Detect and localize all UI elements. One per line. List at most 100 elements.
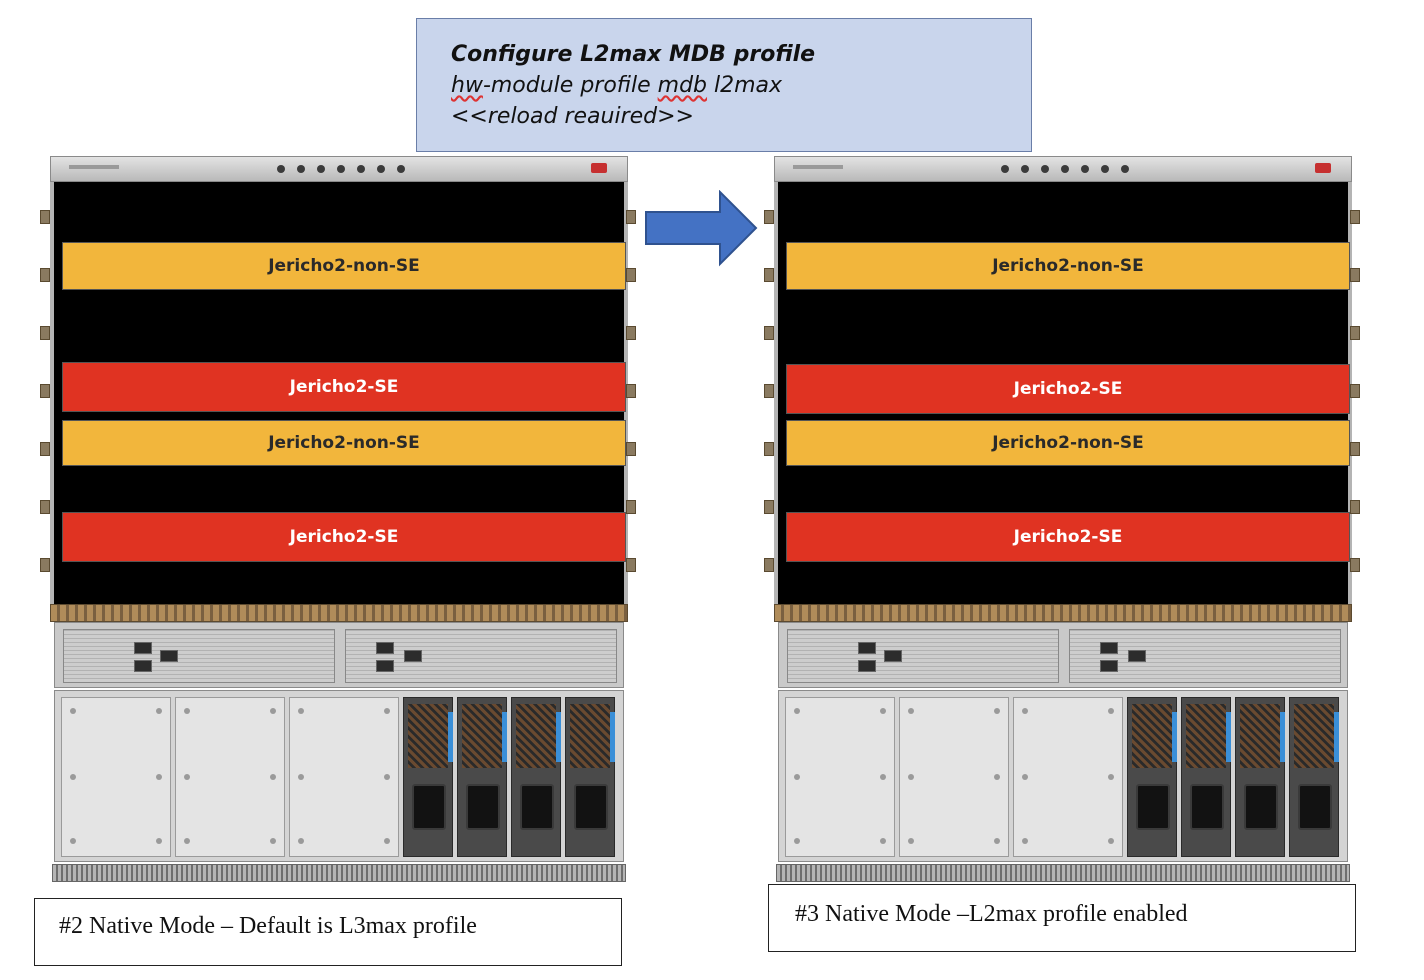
- card-latch: [764, 442, 774, 456]
- card-latch: [764, 384, 774, 398]
- screw: [70, 708, 76, 714]
- psu-blank-panel: [175, 697, 285, 857]
- screw: [908, 838, 914, 844]
- power-inlet: [412, 784, 446, 830]
- power-supply-bay: [778, 690, 1348, 862]
- cisco-logo: [1315, 163, 1331, 173]
- route-processor-1: [345, 629, 617, 683]
- psu-fan: [516, 704, 556, 768]
- ethernet-port: [376, 642, 394, 654]
- line-card-jericho2-non-se: Jericho2-non-SE: [786, 420, 1350, 466]
- screw: [908, 774, 914, 780]
- model-label: [793, 165, 843, 169]
- config-command: hw-module profile mdb l2max: [451, 70, 1031, 101]
- config-command-part3: mdb: [657, 73, 708, 98]
- ethernet-port: [858, 642, 876, 654]
- card-latch: [1350, 326, 1360, 340]
- status-led: [1081, 165, 1089, 173]
- screw: [794, 838, 800, 844]
- screw: [156, 708, 162, 714]
- card-latch: [764, 268, 774, 282]
- config-note: <<reload reauired>>: [451, 104, 694, 129]
- card-latch: [1350, 442, 1360, 456]
- card-latch: [764, 558, 774, 572]
- status-led: [1001, 165, 1009, 173]
- card-latch: [1350, 384, 1360, 398]
- line-card-jericho2-non-se: Jericho2-non-SE: [62, 420, 626, 466]
- power-supply-unit: [511, 697, 561, 857]
- status-led: [397, 165, 405, 173]
- status-led: [1021, 165, 1029, 173]
- psu-blank-panel: [61, 697, 171, 857]
- card-latch: [626, 210, 636, 224]
- screw: [1108, 708, 1114, 714]
- psu-latch: [610, 712, 615, 762]
- config-command-part4: l2max: [707, 73, 783, 98]
- screw: [994, 708, 1000, 714]
- psu-latch: [556, 712, 561, 762]
- card-latch: [40, 268, 50, 282]
- power-inlet: [574, 784, 608, 830]
- card-cage-bottom-rail: [50, 604, 628, 622]
- power-supply-unit: [457, 697, 507, 857]
- screw: [880, 838, 886, 844]
- screw: [298, 708, 304, 714]
- screw: [270, 774, 276, 780]
- fan-grille: [52, 864, 626, 882]
- status-led: [1121, 165, 1129, 173]
- psu-latch: [1172, 712, 1177, 762]
- screw: [156, 774, 162, 780]
- card-latch: [40, 442, 50, 456]
- card-latch: [1350, 500, 1360, 514]
- route-processor-1: [1069, 629, 1341, 683]
- line-card-jericho2-se: Jericho2-SE: [62, 362, 626, 412]
- screw: [270, 708, 276, 714]
- power-inlet: [466, 784, 500, 830]
- line-card-jericho2-se: Jericho2-SE: [786, 512, 1350, 562]
- screw: [880, 708, 886, 714]
- status-led: [297, 165, 305, 173]
- psu-fan: [570, 704, 610, 768]
- right-arrow-icon: [645, 190, 758, 267]
- screw: [794, 774, 800, 780]
- psu-blank-panel: [899, 697, 1009, 857]
- screw: [1022, 708, 1028, 714]
- fan-grille: [776, 864, 1350, 882]
- card-latch: [626, 268, 636, 282]
- ethernet-port: [134, 660, 152, 672]
- card-latch: [40, 326, 50, 340]
- card-latch: [40, 210, 50, 224]
- screw: [994, 838, 1000, 844]
- caption-left: #2 Native Mode – Default is L3max profil…: [34, 898, 622, 966]
- ethernet-port: [1100, 660, 1118, 672]
- card-latch: [40, 384, 50, 398]
- psu-latch: [448, 712, 453, 762]
- status-led: [317, 165, 325, 173]
- screw: [1022, 838, 1028, 844]
- psu-blank-panel: [785, 697, 895, 857]
- screw: [384, 708, 390, 714]
- power-supply-unit: [1289, 697, 1339, 857]
- card-latch: [626, 326, 636, 340]
- screw: [794, 708, 800, 714]
- status-led: [1061, 165, 1069, 173]
- config-title: Configure L2max MDB profile: [451, 42, 816, 67]
- power-supply-unit: [565, 697, 615, 857]
- screw: [1022, 774, 1028, 780]
- ethernet-port: [160, 650, 178, 662]
- screw: [1108, 838, 1114, 844]
- psu-fan: [1132, 704, 1172, 768]
- card-latch: [40, 558, 50, 572]
- chassis-top-rail: [774, 156, 1352, 182]
- line-card-cage: Jericho2-non-SE Jericho2-SE Jericho2-non…: [774, 182, 1352, 612]
- screw: [184, 774, 190, 780]
- psu-fan: [1240, 704, 1280, 768]
- power-inlet: [520, 784, 554, 830]
- status-led: [377, 165, 385, 173]
- route-processor-0: [787, 629, 1059, 683]
- chassis-top-rail: [50, 156, 628, 182]
- power-inlet: [1190, 784, 1224, 830]
- screw: [1108, 774, 1114, 780]
- card-latch: [1350, 268, 1360, 282]
- line-card-jericho2-se: Jericho2-SE: [62, 512, 626, 562]
